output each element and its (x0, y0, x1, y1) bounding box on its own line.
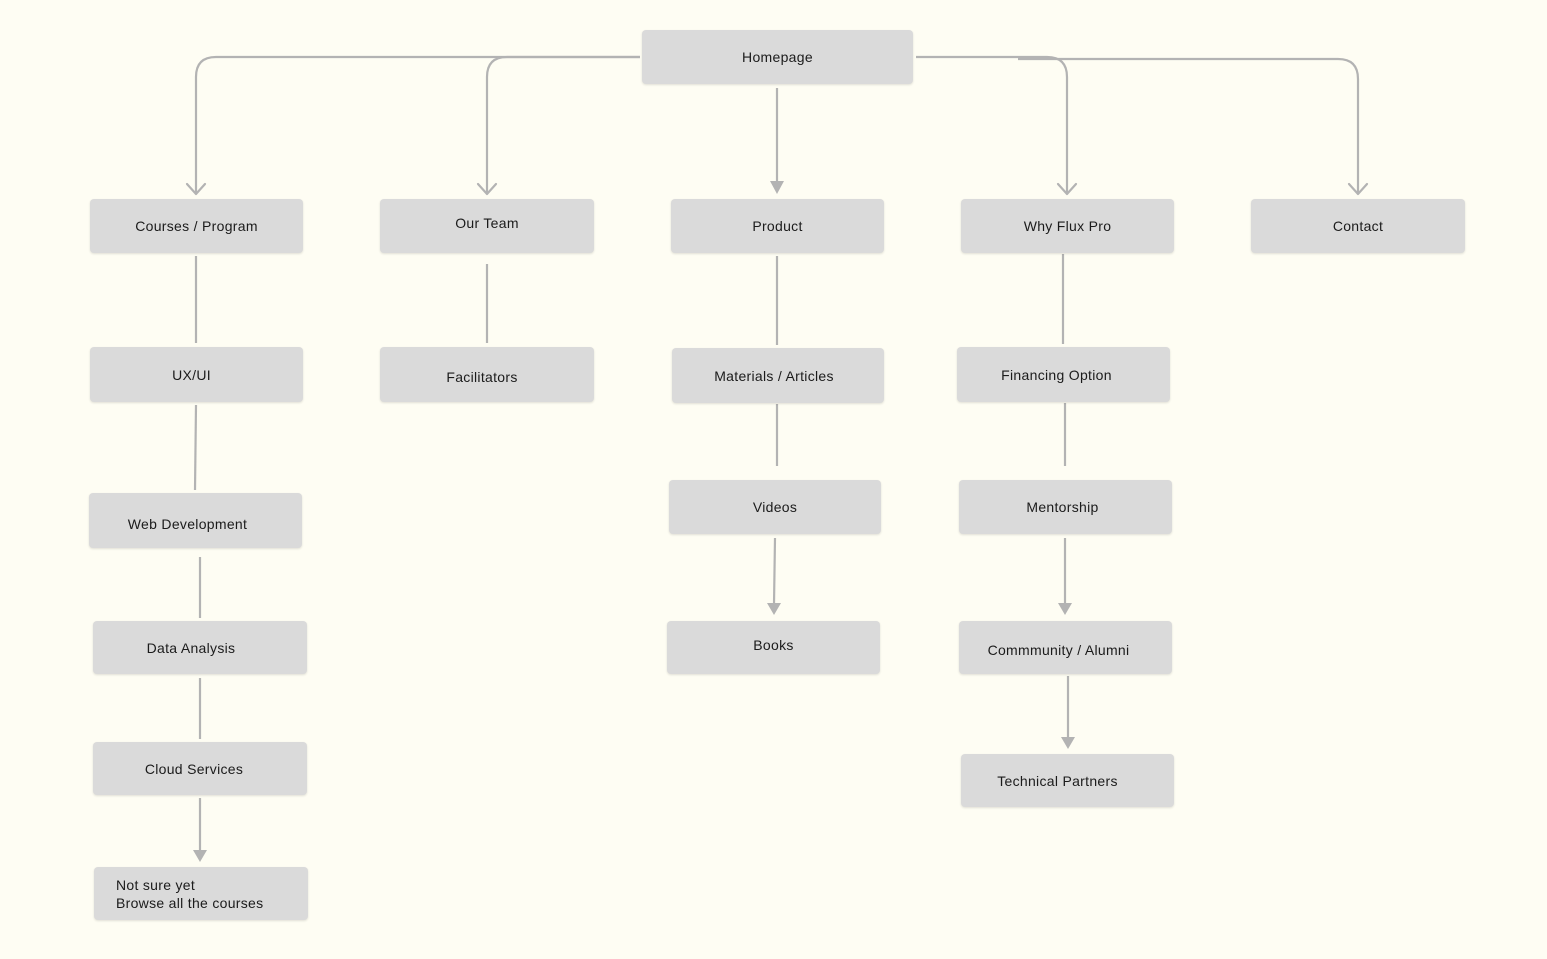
node-courses-program[interactable]: Courses / Program (90, 199, 303, 253)
node-courses-program-label: Courses / Program (135, 218, 258, 234)
connector-videos-books (772, 537, 777, 605)
arrowhead-courses (185, 182, 207, 196)
node-not-sure-yet-line2: Browse all the courses (116, 894, 264, 911)
node-ux-ui[interactable]: UX/UI (90, 347, 303, 402)
arrowhead-books (767, 603, 781, 615)
connector-homepage-contact (1018, 57, 1360, 193)
arrowhead-team (476, 182, 498, 196)
arrowhead-why (1056, 182, 1078, 196)
node-facilitators-label: Facilitators (446, 368, 518, 385)
node-product[interactable]: Product (671, 199, 884, 253)
node-cloud-services-label: Cloud Services (144, 760, 244, 777)
node-web-development[interactable]: Web Development (89, 493, 302, 548)
node-our-team[interactable]: Our Team (380, 199, 594, 253)
connector-homepage-why (916, 55, 1069, 193)
node-homepage[interactable]: Homepage (642, 30, 913, 84)
node-mentorship[interactable]: Mentorship (959, 480, 1172, 534)
arrowhead-partners (1061, 737, 1075, 749)
node-not-sure-yet-line1: Not sure yet (116, 876, 196, 893)
node-technical-partners-label: Technical Partners (997, 772, 1118, 789)
node-why-flux-pro[interactable]: Why Flux Pro (961, 199, 1174, 253)
node-facilitators[interactable]: Facilitators (380, 347, 594, 402)
arrowhead-notsure (193, 850, 207, 862)
node-why-flux-pro-label: Why Flux Pro (1023, 218, 1112, 234)
node-web-development-label: Web Development (127, 515, 248, 532)
node-technical-partners[interactable]: Technical Partners (961, 754, 1174, 807)
node-data-analysis-label: Data Analysis (146, 639, 236, 656)
node-materials-articles[interactable]: Materials / Articles (672, 348, 884, 403)
node-books-label: Books (753, 636, 794, 653)
arrowhead-product (770, 181, 784, 194)
node-materials-articles-label: Materials / Articles (714, 367, 834, 384)
node-not-sure-yet-text: Not sure yet Browse all the courses (116, 876, 263, 912)
node-financing-option-label: Financing Option (1001, 366, 1112, 383)
node-our-team-label: Our Team (455, 215, 519, 231)
node-community-alumni-label: Commmunity / Alumni (987, 641, 1130, 658)
node-not-sure-yet[interactable]: Not sure yet Browse all the courses (94, 867, 308, 920)
node-contact-label: Contact (1332, 218, 1384, 234)
node-videos[interactable]: Videos (669, 480, 881, 534)
arrowhead-contact (1347, 182, 1369, 196)
arrowhead-community (1058, 603, 1072, 615)
node-videos-label: Videos (752, 499, 798, 515)
node-community-alumni[interactable]: Commmunity / Alumni (959, 621, 1172, 674)
node-books[interactable]: Books (667, 621, 880, 674)
connector-homepage-team (485, 55, 640, 193)
node-data-analysis[interactable]: Data Analysis (93, 621, 307, 674)
connector-uxui-webdev (193, 404, 198, 491)
connector-homepage-courses (194, 55, 640, 193)
node-financing-option[interactable]: Financing Option (957, 347, 1170, 402)
node-product-label: Product (752, 218, 803, 234)
node-ux-ui-label: UX/UI (172, 366, 211, 383)
node-contact[interactable]: Contact (1251, 199, 1465, 253)
node-cloud-services[interactable]: Cloud Services (93, 742, 307, 795)
node-homepage-label: Homepage (742, 49, 813, 65)
node-mentorship-label: Mentorship (1026, 499, 1099, 515)
